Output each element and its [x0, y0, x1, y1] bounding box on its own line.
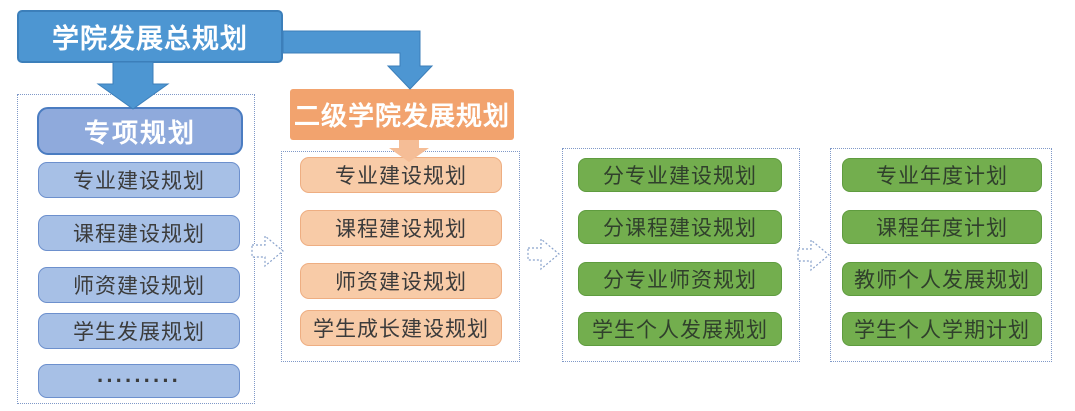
list-item-label: 专业建设规划: [73, 170, 205, 193]
list-item: 学生个人发展规划: [578, 312, 782, 346]
list-item: 课程建设规划: [300, 210, 502, 246]
list-item: 分专业建设规划: [578, 158, 782, 192]
secondary-college-header-label: 二级学院发展规划: [293, 101, 510, 131]
list-item: 分专业师资规划: [578, 262, 782, 296]
list-item: 师资建设规划: [38, 267, 240, 303]
secondary-college-header-box: 二级学院发展规划: [290, 89, 514, 140]
list-item: 学生发展规划: [38, 313, 240, 349]
annual-plans-panel: [830, 148, 1052, 362]
special-plans-header-label: 专项规划: [83, 117, 196, 148]
list-item: 专业建设规划: [300, 157, 502, 193]
list-item-label: 专业建设规划: [335, 165, 467, 188]
list-item-label: 分课程建设规划: [603, 217, 757, 240]
list-item: 课程建设规划: [38, 215, 240, 251]
list-item-label: 课程建设规划: [73, 223, 205, 246]
list-item-label: 专业年度计划: [876, 165, 1008, 188]
list-item-label: 分专业建设规划: [603, 165, 757, 188]
list-item: 课程年度计划: [842, 210, 1042, 244]
dotted-arrow-right-icon: [797, 238, 830, 272]
master-plan-label: 学院发展总规划: [52, 24, 248, 54]
list-item: 分课程建设规划: [578, 210, 782, 244]
list-item-label: 学生个人学期计划: [854, 319, 1030, 342]
list-item-label: 师资建设规划: [335, 271, 467, 294]
elbow-arrow-icon: [282, 30, 434, 90]
dotted-arrow-right-icon: [527, 237, 560, 271]
master-plan-box: 学院发展总规划: [17, 10, 283, 63]
list-item-label: 教师个人发展规划: [854, 269, 1030, 292]
list-item-label: 师资建设规划: [73, 275, 205, 298]
list-item-label: 学生个人发展规划: [592, 319, 768, 342]
list-item-label: 课程建设规划: [335, 218, 467, 241]
list-item: 师资建设规划: [300, 263, 502, 299]
list-item-label: 学生发展规划: [73, 321, 205, 344]
list-item: 学生个人学期计划: [842, 312, 1042, 346]
list-item: 专业建设规划: [38, 162, 240, 198]
list-item: 专业年度计划: [842, 158, 1042, 192]
list-item-label: ·········: [97, 368, 181, 393]
special-plans-header: 专项规划: [37, 107, 243, 155]
list-item: 教师个人发展规划: [842, 262, 1042, 296]
list-item-label: 课程年度计划: [876, 217, 1008, 240]
list-item-label: 学生成长建设规划: [313, 318, 489, 341]
list-item-ellipsis: ·········: [38, 364, 240, 398]
list-item: 学生成长建设规划: [300, 310, 502, 346]
list-item-label: 分专业师资规划: [603, 269, 757, 292]
dotted-arrow-right-icon: [251, 234, 284, 268]
